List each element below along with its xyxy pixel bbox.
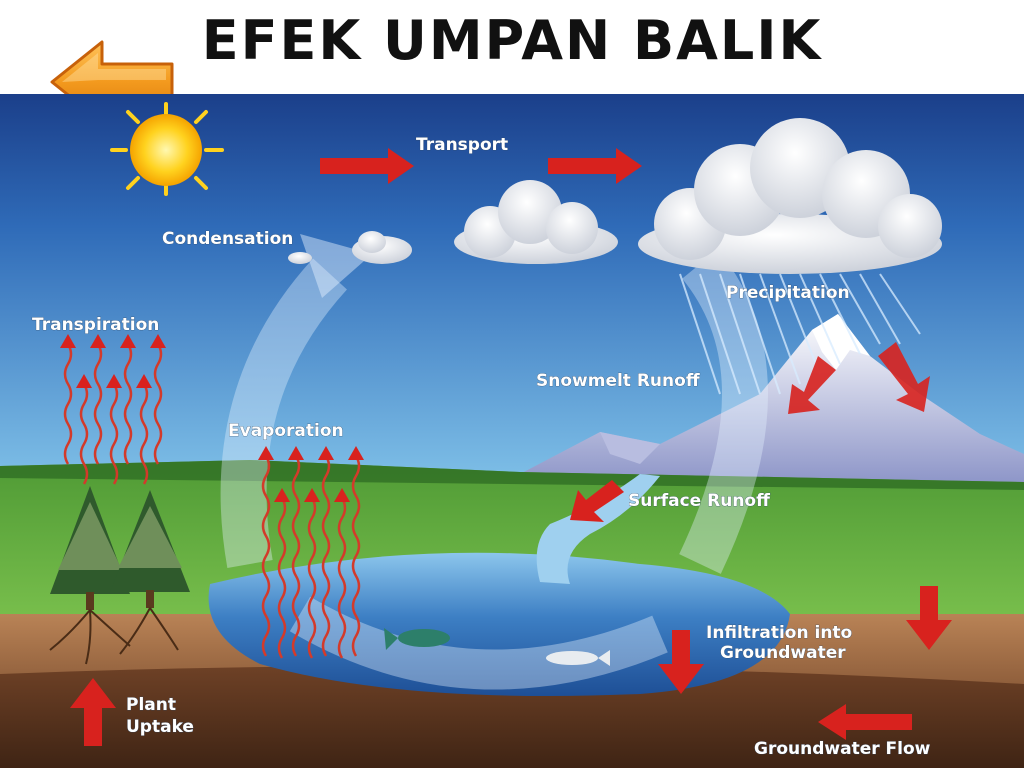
transport-arrows [320, 148, 642, 184]
label-snowmelt-runoff: Snowmelt Runoff [536, 371, 700, 391]
label-plant-uptake-line1: Plant [126, 695, 176, 715]
infiltration-arrows [658, 586, 952, 694]
label-transpiration: Transpiration [32, 315, 159, 335]
transpiration-arrows [63, 343, 163, 485]
water-cycle-diagram: Transport Condensation Precipitation Tra… [0, 94, 1024, 768]
mountain-range [520, 314, 1024, 484]
tree-roots [49, 607, 179, 665]
fish-icon [384, 628, 610, 666]
label-infiltration-line2: Groundwater [720, 643, 846, 663]
groundwater-flow-arrow [818, 704, 912, 740]
label-precipitation: Precipitation [726, 283, 850, 303]
storm-cloud [638, 118, 942, 274]
label-groundwater-flow: Groundwater Flow [754, 739, 931, 759]
label-surface-runoff: Surface Runoff [628, 491, 770, 511]
label-evaporation: Evaporation [228, 421, 344, 441]
label-condensation: Condensation [162, 229, 293, 249]
evaporation-arrowheads [258, 446, 364, 502]
transpiration-arrowheads [60, 334, 166, 388]
small-cloud [288, 231, 412, 264]
surface-runoff-arrow [570, 480, 624, 522]
river [536, 474, 660, 584]
label-transport: Transport [416, 135, 508, 155]
lake [208, 552, 791, 696]
medium-cloud [454, 180, 618, 264]
sun-icon [110, 102, 224, 196]
label-infiltration-line1: Infiltration into [706, 623, 852, 643]
pine-trees [50, 486, 190, 610]
groundwater-layer [0, 666, 1024, 768]
snowmelt-arrows [788, 342, 930, 414]
slide-title: Efek Umpan Balik [201, 9, 823, 72]
plant-uptake-arrow [70, 678, 116, 746]
evaporation-arrows [261, 455, 361, 659]
label-plant-uptake-line2: Uptake [126, 717, 194, 737]
rain-streaks [679, 273, 921, 395]
